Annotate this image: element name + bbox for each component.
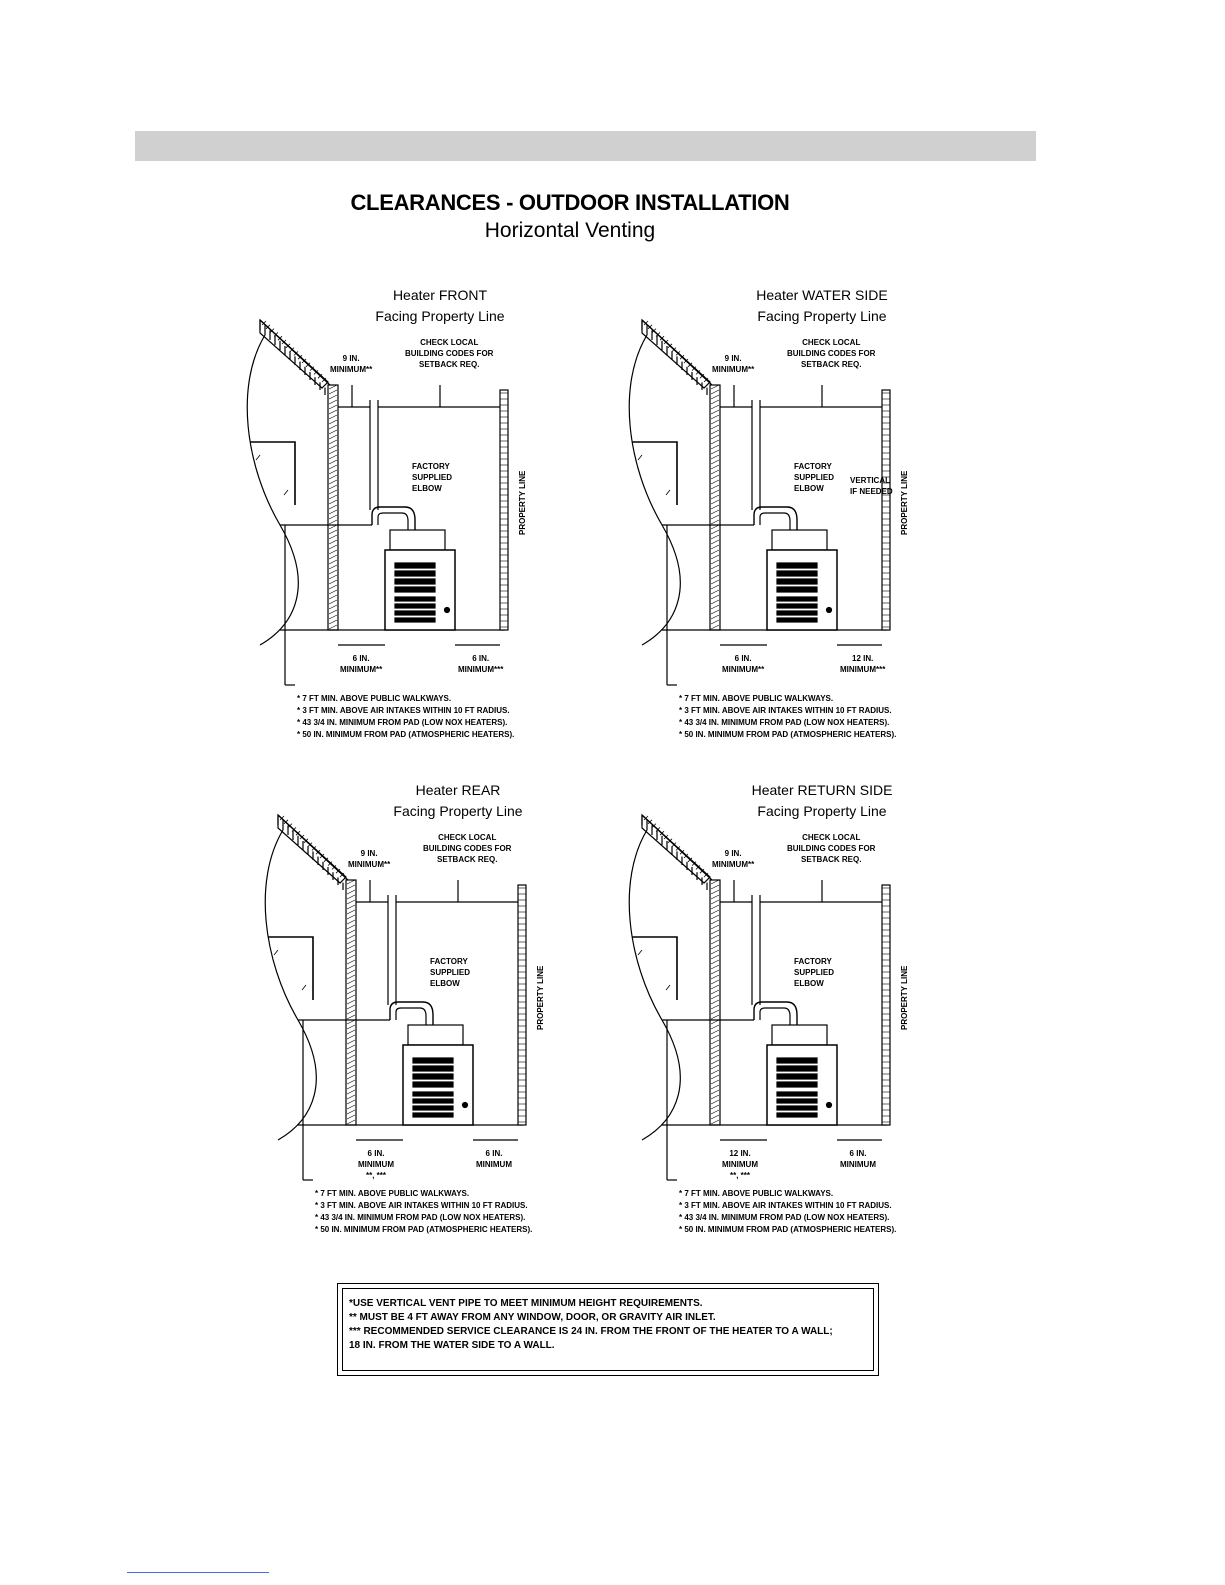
height-notes: * 7 FT MIN. ABOVE PUBLIC WALKWAYS. * 3 FT…	[297, 693, 514, 741]
height-notes: * 7 FT MIN. ABOVE PUBLIC WALKWAYS. * 3 FT…	[679, 1188, 896, 1236]
property-line-label: PROPERTY LINE	[518, 470, 527, 535]
height-note: * 43 3/4 IN. MINIMUM FROM PAD (LOW NOX H…	[679, 718, 890, 727]
height-note: * 50 IN. MINIMUM FROM PAD (ATMOSPHERIC H…	[679, 730, 897, 739]
setback-label: CHECK LOCAL BUILDING CODES FOR SETBACK R…	[423, 833, 512, 864]
panel-rear: Heater REAR Facing Property Line 9 IN. MIN…	[258, 780, 858, 1270]
panel-title-line1: Heater FRONT	[392, 287, 488, 303]
property-line-label: PROPERTY LINE	[536, 965, 545, 1030]
header-band	[135, 131, 1036, 161]
height-note: * 3 FT MIN. ABOVE AIR INTAKES WITHIN 10 …	[297, 706, 510, 715]
height-note: * 50 IN. MINIMUM FROM PAD (ATMOSPHERIC H…	[315, 1225, 533, 1234]
panel-title: Heater REAR Facing Property Line	[308, 780, 608, 822]
right-minimum-label: 6 IN. MINIMUM	[476, 1149, 512, 1169]
left-minimum-label: 6 IN. MINIMUM**	[340, 654, 383, 674]
setback-label: CHECK LOCAL BUILDING CODES FOR SETBACK R…	[787, 338, 876, 369]
height-note: * 3 FT MIN. ABOVE AIR INTAKES WITHIN 10 …	[679, 1201, 892, 1210]
installation-drawing	[628, 318, 891, 686]
installation-drawing	[246, 318, 509, 686]
right-minimum-label: 6 IN. MINIMUM	[840, 1149, 876, 1169]
panel-title-line2: Facing Property Line	[375, 308, 505, 324]
height-note: * 3 FT MIN. ABOVE AIR INTAKES WITHIN 10 …	[315, 1201, 528, 1210]
height-note: * 3 FT MIN. ABOVE AIR INTAKES WITHIN 10 …	[679, 706, 892, 715]
right-minimum-label: 6 IN. MINIMUM***	[458, 654, 504, 674]
installation-drawing	[628, 813, 891, 1181]
panel-title-line2: Facing Property Line	[757, 308, 887, 324]
height-note: * 50 IN. MINIMUM FROM PAD (ATMOSPHERIC H…	[679, 1225, 897, 1234]
footnote-3: *** RECOMMENDED SERVICE CLEARANCE IS 24 …	[349, 1326, 833, 1337]
property-line-label: PROPERTY LINE	[900, 965, 909, 1030]
elbow-label: FACTORY SUPPLIED ELBOW	[430, 957, 471, 988]
heater-unit	[766, 529, 838, 631]
height-note: * 7 FT MIN. ABOVE PUBLIC WALKWAYS.	[297, 694, 452, 703]
page-subtitle: Horizontal Venting	[484, 219, 656, 242]
left-minimum-label: 6 IN. MINIMUM**	[722, 654, 765, 674]
height-notes: * 7 FT MIN. ABOVE PUBLIC WALKWAYS. * 3 FT…	[315, 1188, 532, 1236]
right-minimum-label: 12 IN. MINIMUM***	[840, 654, 886, 674]
setback-label: CHECK LOCAL BUILDING CODES FOR SETBACK R…	[787, 833, 876, 864]
page-title: CLEARANCES - OUTDOOR INSTALLATION	[350, 190, 790, 215]
heater-unit	[402, 1024, 474, 1126]
footnote-4: 18 IN. FROM THE WATER SIDE TO A WALL.	[349, 1340, 555, 1351]
property-wall	[517, 884, 527, 1126]
panel-title-line1: Heater RETURN SIDE	[751, 782, 893, 798]
footnote-2: ** MUST BE 4 FT AWAY FROM ANY WINDOW, DO…	[349, 1312, 716, 1323]
left-minimum-label: 12 IN. MINIMUM **, ***	[722, 1149, 758, 1180]
wall-clearance-label: 9 IN. MINIMUM**	[712, 354, 755, 374]
panel-title: Heater RETURN SIDE Facing Property Line	[672, 780, 972, 822]
panel-front: Heater FRONT Facing Property Line 9 IN. MI…	[240, 285, 840, 775]
elbow-label: FACTORY SUPPLIED ELBOW	[412, 462, 453, 493]
height-note: * 7 FT MIN. ABOVE PUBLIC WALKWAYS.	[679, 694, 834, 703]
heater-unit	[384, 529, 456, 631]
property-wall	[881, 884, 891, 1126]
panel-return-side: Heater RETURN SIDE Facing Property Line 9 …	[622, 780, 1222, 1270]
property-wall	[881, 389, 891, 631]
panel-title-line2: Facing Property Line	[757, 803, 887, 819]
panel-title-line1: Heater WATER SIDE	[756, 287, 888, 303]
height-note: * 7 FT MIN. ABOVE PUBLIC WALKWAYS.	[679, 1189, 834, 1198]
wall-clearance-label: 9 IN. MINIMUM**	[330, 354, 373, 374]
heater-unit	[766, 1024, 838, 1126]
left-minimum-label: 6 IN. MINIMUM **, ***	[358, 1149, 394, 1180]
height-notes: * 7 FT MIN. ABOVE PUBLIC WALKWAYS. * 3 FT…	[679, 693, 896, 741]
vertical-label: VERTICAL IF NEEDED	[850, 476, 893, 496]
height-note: * 7 FT MIN. ABOVE PUBLIC WALKWAYS.	[315, 1189, 470, 1198]
height-note: * 43 3/4 IN. MINIMUM FROM PAD (LOW NOX H…	[297, 718, 508, 727]
elbow-label: FACTORY SUPPLIED ELBOW	[794, 462, 835, 493]
elbow-label: FACTORY SUPPLIED ELBOW	[794, 957, 835, 988]
wall-clearance-label: 9 IN. MINIMUM**	[712, 849, 755, 869]
footer-rule	[127, 1572, 269, 1573]
property-wall	[499, 389, 509, 631]
height-note: * 50 IN. MINIMUM FROM PAD (ATMOSPHERIC H…	[297, 730, 515, 739]
height-note: * 43 3/4 IN. MINIMUM FROM PAD (LOW NOX H…	[679, 1213, 890, 1222]
panel-title-line2: Facing Property Line	[393, 803, 523, 819]
wall-clearance-label: 9 IN. MINIMUM**	[348, 849, 391, 869]
height-note: * 43 3/4 IN. MINIMUM FROM PAD (LOW NOX H…	[315, 1213, 526, 1222]
installation-drawing	[264, 813, 527, 1181]
panel-title: Heater WATER SIDE Facing Property Line	[672, 285, 972, 327]
property-line-label: PROPERTY LINE	[900, 470, 909, 535]
panel-title-line1: Heater REAR	[415, 782, 501, 798]
footnote-box: *USE VERTICAL VENT PIPE TO MEET MINIMUM …	[337, 1283, 879, 1376]
footnote-1: *USE VERTICAL VENT PIPE TO MEET MINIMUM …	[349, 1298, 703, 1309]
setback-label: CHECK LOCAL BUILDING CODES FOR SETBACK R…	[405, 338, 494, 369]
panel-title: Heater FRONT Facing Property Line	[290, 285, 590, 327]
panel-water-side: Heater WATER SIDE Facing Property Line 9 I…	[622, 285, 1222, 775]
